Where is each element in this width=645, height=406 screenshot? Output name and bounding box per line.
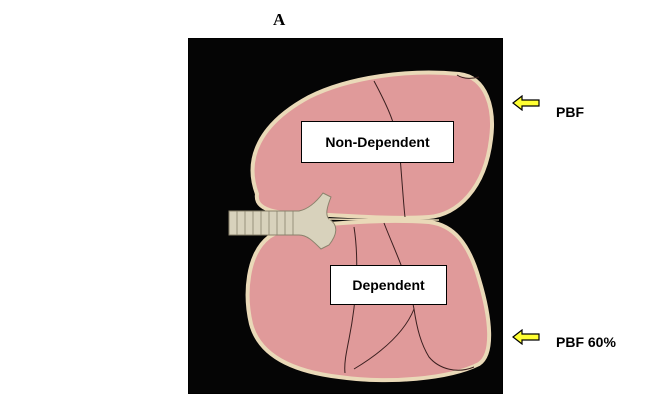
lung-diagram: Non-Dependent Dependent [188, 38, 503, 394]
lower-fissure-1 [383, 222, 475, 371]
panel-label: A [273, 10, 286, 29]
lower-fissure-3 [344, 226, 358, 374]
lower-fissure-2 [353, 308, 415, 370]
non-dependent-label: Non-Dependent [301, 121, 454, 163]
trachea-rings [236, 211, 294, 235]
upper-fissure-1 [373, 80, 406, 218]
hilum-line [328, 218, 440, 221]
left-arrow-icon [512, 95, 540, 111]
pbf-label: PBF [556, 104, 584, 120]
dependent-label: Dependent [330, 265, 447, 305]
pbf-60-label: PBF 60% [556, 334, 616, 350]
left-arrow-icon [512, 329, 540, 345]
upper-fissure-2 [456, 74, 480, 79]
lung-illustration [228, 70, 494, 383]
